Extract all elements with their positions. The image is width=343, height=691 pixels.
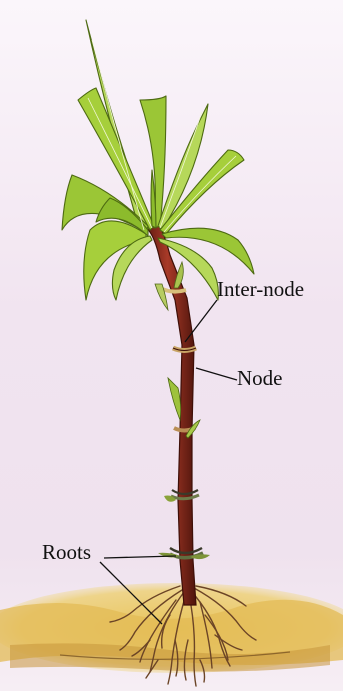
ground [0, 583, 343, 673]
internode-leader [184, 299, 218, 343]
stem [142, 219, 210, 606]
node-label: Node [237, 366, 283, 390]
leaf-crown [61, 19, 255, 301]
node-leader [195, 367, 238, 381]
roots-label: Roots [42, 540, 92, 564]
roots-drawing [109, 585, 257, 687]
roots-leader-lower [99, 561, 163, 625]
leader-lines [99, 299, 238, 625]
internode-label: Inter-node [217, 277, 305, 301]
roots-leader-upper [103, 555, 177, 559]
